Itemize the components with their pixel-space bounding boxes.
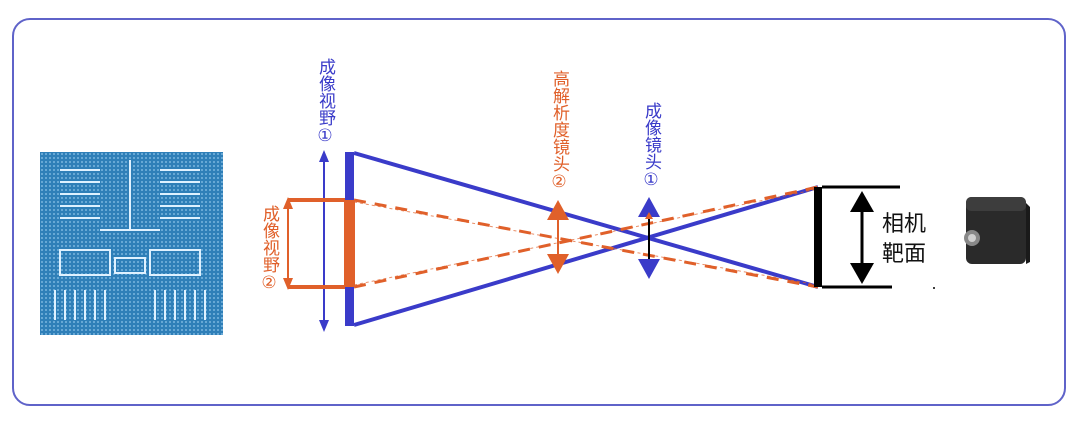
- chip-image: [40, 152, 223, 335]
- object-plane-orange: [344, 200, 355, 287]
- target-label-line2: 靶面: [882, 242, 927, 267]
- high-res-lens-icon: [547, 200, 569, 274]
- camera-image: [964, 197, 1030, 264]
- fov2-arrow: [283, 197, 350, 290]
- lens1-label: 成像镜头①: [641, 102, 661, 190]
- blue-ray-lines: [353, 151, 819, 327]
- camera-target-plane: [814, 185, 900, 289]
- camera-target-label: 相机 靶面: [882, 210, 942, 270]
- fov2-label: 成像视野②: [259, 205, 279, 293]
- lens1-icon: [638, 197, 660, 279]
- thin-dashed-rays: [353, 188, 819, 286]
- fov1-label: 成像视野①: [315, 58, 335, 146]
- high-res-lens-label: 高解析度镜头②: [549, 70, 569, 192]
- target-label-line1: 相机: [882, 212, 927, 237]
- fov1-arrow: [319, 150, 329, 332]
